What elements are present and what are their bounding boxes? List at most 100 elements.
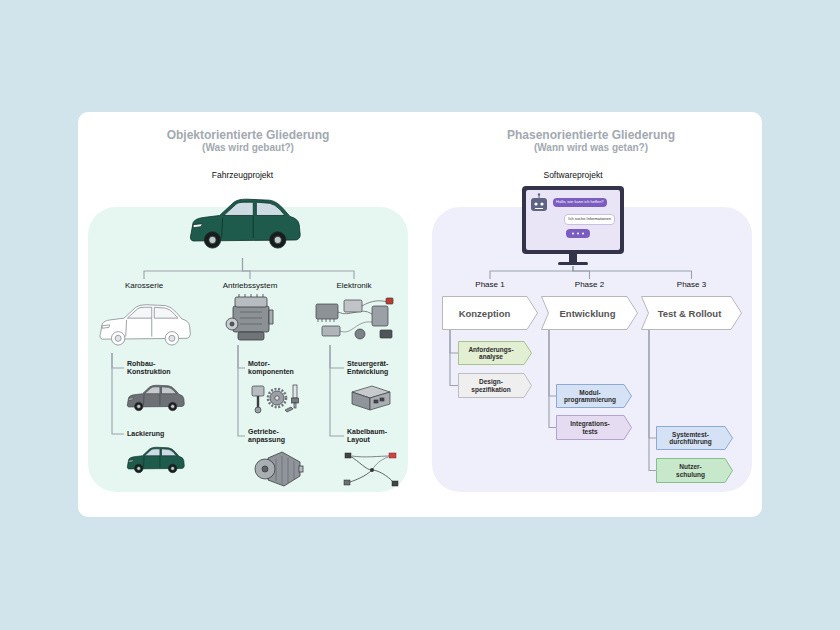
robot-icon — [535, 208, 543, 209]
object-ground — [88, 207, 408, 492]
engine-illustration — [238, 332, 264, 340]
tree-connector — [238, 345, 245, 368]
electronics-illustration — [318, 319, 334, 322]
node-label: Lackierung — [127, 430, 164, 438]
node-label: Karosserie — [125, 281, 163, 291]
engine-illustration — [235, 297, 267, 307]
monitor-illustration — [558, 262, 588, 265]
electronics-illustration — [372, 306, 388, 326]
wiring-harness-illustration — [344, 453, 398, 486]
electronics-illustration — [362, 301, 388, 306]
electronics-illustration — [344, 300, 362, 312]
node-label: Kabelbaum- Layout — [347, 428, 387, 444]
engine-illustration — [269, 310, 273, 324]
electronics-illustration — [316, 298, 393, 339]
electronics-illustration — [386, 298, 393, 304]
robot-icon — [531, 193, 547, 211]
wiring-harness-illustration — [370, 468, 374, 472]
chevron-shape — [557, 385, 632, 408]
tree-connector — [238, 345, 245, 436]
engine-parts-illustration — [285, 407, 293, 412]
task-chevron: Nutzer- schulung — [656, 458, 733, 483]
tree-connector — [144, 258, 243, 279]
engine-parts-illustration — [257, 396, 259, 408]
painted-body-illustration — [127, 447, 184, 472]
chat-input-button — [577, 233, 579, 235]
panel-subtitle: (Wann wird was getan?) — [534, 142, 648, 153]
task-chevron: Systemtest- durchführung — [656, 426, 733, 450]
object-ground — [88, 207, 408, 492]
phase-node: Phase 3Test & Rollout — [641, 279, 742, 330]
task-chevron: Design- spezifikation — [458, 373, 532, 398]
component-node: Lackierung — [124, 428, 186, 476]
tree-connector — [549, 330, 556, 396]
engine-parts-illustration — [275, 396, 279, 400]
task-chevron: Integrations- tests — [556, 415, 632, 440]
control-unit-illustration — [380, 398, 384, 401]
node-label: Getriebe- anpassung — [248, 428, 285, 444]
tree-connector — [649, 330, 656, 438]
control-unit-illustration — [352, 392, 370, 410]
panel-title: Phasenorientierte Gliederung — [507, 128, 675, 142]
wiring-harness-illustration — [344, 480, 350, 485]
engine-parts-illustration — [292, 398, 299, 403]
tree-connector — [450, 330, 458, 386]
category-node: Antriebssystem — [210, 279, 290, 345]
robot-icon — [531, 198, 547, 211]
node-label: Rohbau- Konstruktion — [127, 360, 171, 376]
chevron-shape — [642, 297, 742, 330]
node-label: Elektronik — [336, 281, 371, 291]
engine-parts-illustration — [294, 403, 296, 408]
engine-illustration — [239, 294, 263, 297]
component-node: Kabelbaum- Layout — [344, 426, 400, 488]
tree-connector — [330, 345, 344, 368]
engine-parts-illustration — [252, 385, 299, 413]
tree-connector — [549, 330, 556, 428]
node-label: Antriebssystem — [223, 281, 278, 291]
monitor-illustration — [569, 254, 577, 262]
tree-connector — [450, 330, 458, 353]
monitor-illustration — [522, 186, 624, 265]
monitor-illustration — [526, 190, 620, 250]
component-node: Steuergerät- Entwicklung — [344, 358, 400, 416]
task-label: Nutzer- schulung — [676, 463, 705, 478]
gearbox-illustration — [299, 466, 303, 472]
phase-title: Entwicklung — [560, 308, 616, 319]
chevron-shape — [542, 297, 638, 330]
tree-connector — [573, 266, 692, 279]
task-label: Integrations- tests — [570, 420, 609, 435]
electronics-illustration — [380, 330, 392, 338]
engine-illustration — [240, 312, 262, 324]
tree-connector — [573, 266, 590, 279]
phase-node: Phase 1 Konzeption — [442, 279, 538, 330]
gearbox-illustration — [255, 459, 275, 479]
chevron-shape — [459, 342, 532, 365]
tree-connector — [243, 258, 355, 279]
engine-parts-illustration — [252, 386, 264, 396]
body-outline-illustration — [100, 305, 190, 345]
electronics-illustration — [316, 304, 338, 319]
chat-input-button — [572, 233, 574, 235]
phase-chevron: Konzeption — [442, 296, 538, 330]
background-card — [78, 112, 762, 517]
chat-input-button — [582, 233, 584, 235]
node-label: Steuergerät- Entwicklung — [347, 360, 388, 376]
chevron-shape — [557, 416, 632, 440]
engine-parts-illustration — [255, 407, 261, 413]
phase-title: Konzeption — [459, 308, 511, 319]
tree-connector — [330, 345, 344, 436]
task-label: Design- spezifikation — [471, 378, 510, 393]
wiring-harness-illustration — [389, 453, 396, 458]
electronics-illustration — [355, 329, 365, 339]
chat-bubble: Ich suche Informationen — [564, 214, 615, 225]
phase-label: Phase 1 — [475, 279, 504, 291]
project-node: Fahrzeugprojekt — [180, 168, 305, 258]
task-chevron: Modul- programmierung — [556, 384, 632, 408]
control-unit-illustration — [374, 400, 378, 403]
task-chevron: Anforderungs- analyse — [458, 341, 532, 365]
engine-illustration — [226, 318, 238, 330]
node-label: Motor- komponenten — [248, 360, 294, 376]
wiring-harness-illustration — [350, 456, 393, 482]
chevron-shape — [459, 374, 532, 398]
chevron-shape — [657, 427, 733, 450]
